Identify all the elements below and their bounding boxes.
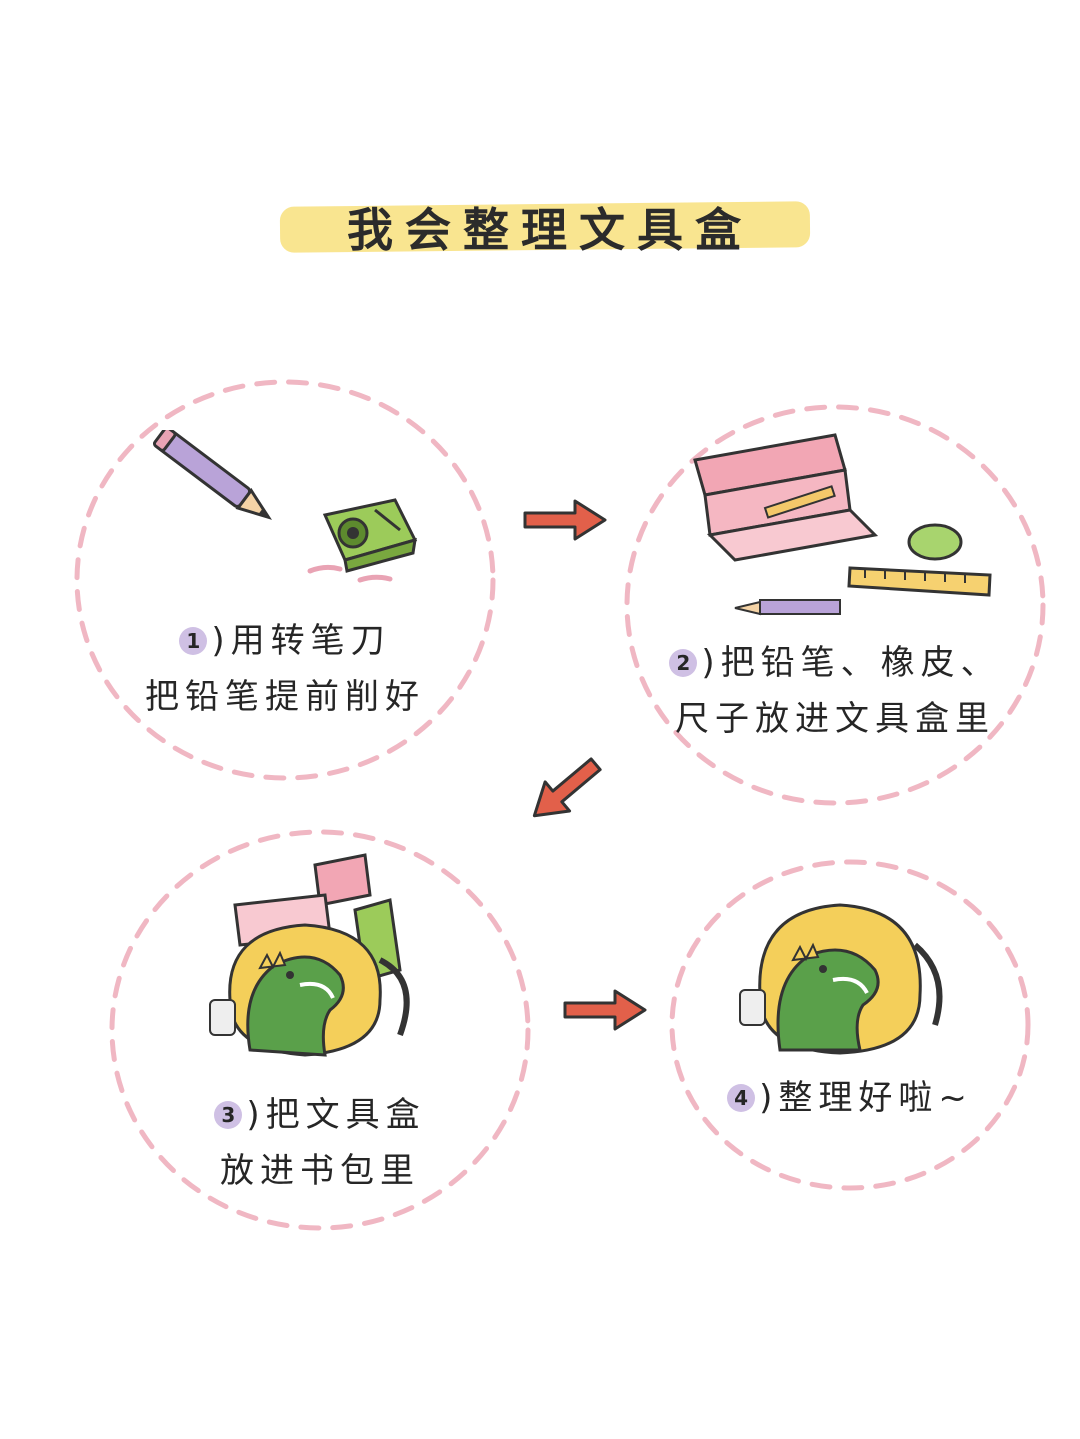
page-title: 我会整理文具盒 — [347, 203, 753, 257]
dashed-circle — [109, 829, 531, 1231]
step-2: 2)把铅笔、橡皮、 尺子放进文具盒里 — [620, 400, 1050, 810]
pencil-case-icon — [693, 433, 879, 562]
step-4: 4)整理好啦~ — [665, 855, 1035, 1195]
dinosaur-icon — [246, 950, 345, 1057]
step-number-badge: 1 — [179, 627, 208, 655]
dashed-circle — [74, 379, 496, 781]
step-3-line-1: 3)把文具盒 — [105, 1087, 535, 1143]
arrow-right-icon — [563, 989, 647, 1031]
step-number-badge: 2 — [669, 649, 698, 677]
step-1-text: 1)用转笔刀 把铅笔提前削好 — [70, 613, 500, 725]
backpack-icon — [739, 903, 943, 1055]
ruler-icon — [847, 566, 992, 597]
step-1-line-1: 1)用转笔刀 — [70, 613, 500, 669]
step-2-text: 2)把铅笔、橡皮、 尺子放进文具盒里 — [620, 635, 1050, 747]
step-1-line-2: 把铅笔提前削好 — [145, 677, 425, 717]
step-1: 1)用转笔刀 把铅笔提前削好 — [70, 375, 500, 785]
step-number-badge: 4 — [727, 1084, 756, 1112]
title-banner: 我会整理文具盒 — [279, 190, 820, 270]
step-3-text: 3)把文具盒 放进书包里 — [105, 1087, 535, 1199]
arrow-right-icon — [523, 499, 607, 541]
step-4-line-1: 4)整理好啦~ — [665, 1070, 1035, 1126]
step-3-line-2: 放进书包里 — [220, 1151, 420, 1191]
dashed-circle — [669, 859, 1031, 1191]
sharpener-icon — [307, 498, 418, 583]
arrow-down-left-icon — [532, 757, 602, 818]
step-2-line-1: 2)把铅笔、橡皮、 — [620, 635, 1050, 691]
pencil-icon — [152, 430, 272, 520]
step-4-text: 4)整理好啦~ — [665, 1070, 1035, 1126]
step-3: 3)把文具盒 放进书包里 — [105, 825, 535, 1235]
dinosaur-icon — [776, 942, 880, 1052]
step-2-line-2: 尺子放进文具盒里 — [675, 699, 995, 739]
eraser-icon — [907, 523, 963, 561]
step-number-badge: 3 — [214, 1101, 243, 1129]
pencil-icon — [734, 599, 841, 616]
dashed-circle — [624, 404, 1046, 806]
backpack-icon — [209, 853, 410, 1057]
